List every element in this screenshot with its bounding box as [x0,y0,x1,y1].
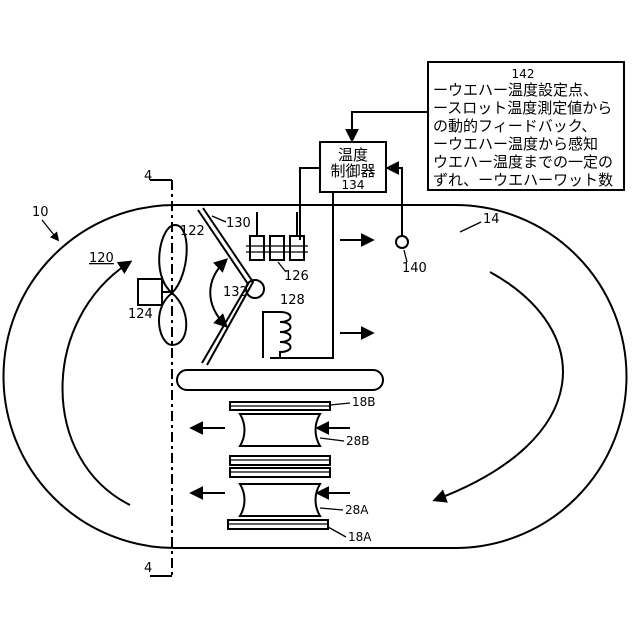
wall-leader [460,222,481,232]
sensor-icon [396,236,408,248]
label-heater: 126 [284,269,309,284]
label-carrier-bottom: 18A [348,530,372,544]
label-section-bottom: 4 [144,561,152,576]
coil-icon [263,312,291,358]
label-chamber: 120 [89,251,114,266]
wafer-bottom-leader [320,508,343,510]
wafer-top-leader [320,438,344,441]
info-line-5: ウエハー温度までの一定の [433,153,613,171]
label-motor: 124 [128,307,153,322]
label-pivot: 132 [223,285,248,300]
label-fan: 122 [180,224,205,239]
left-circulation-arrow [63,262,131,505]
info-line-3: の動的フィードバック、 [433,117,596,135]
wire-sensor-controller [388,168,402,236]
diffuser-plate [177,370,383,390]
carrier-bottom [228,520,328,529]
label-carrier-top: 18B [352,395,376,409]
wafer-bottom [240,484,320,516]
carrier-top [230,402,330,410]
right-circulation-arrow [435,272,563,500]
baffle-leader [212,216,226,222]
info-line-1: ーウエハー温度設定点、 [433,81,598,99]
label-wall: 14 [483,212,500,227]
wafer-top [240,414,320,446]
carrier-middle-upper [230,456,330,465]
carrier-bottom-leader [328,527,346,537]
label-info: 142 [512,67,535,81]
info-line-6: ずれ、ーウエハーワット数 [433,171,613,189]
label-wafer-top: 28B [346,434,370,448]
label-controller: 134 [342,178,365,192]
label-wafer-bottom: 28A [345,503,369,517]
label-sensor: 140 [402,261,427,276]
heater-icon [246,212,308,260]
info-to-controller-arrow [352,112,428,140]
label-baffle: 130 [226,216,251,231]
label-coil: 128 [280,293,305,308]
carrier-top-leader [330,403,350,405]
info-line-4: ーウエハー温度から感知 [433,135,598,153]
carrier-middle-lower [230,468,330,477]
label-system: 10 [32,205,49,220]
label-section-top: 4 [144,169,152,184]
motor-icon [138,279,162,305]
info-line-2: ースロット温度測定値から [433,99,612,117]
system-leader [42,220,58,240]
